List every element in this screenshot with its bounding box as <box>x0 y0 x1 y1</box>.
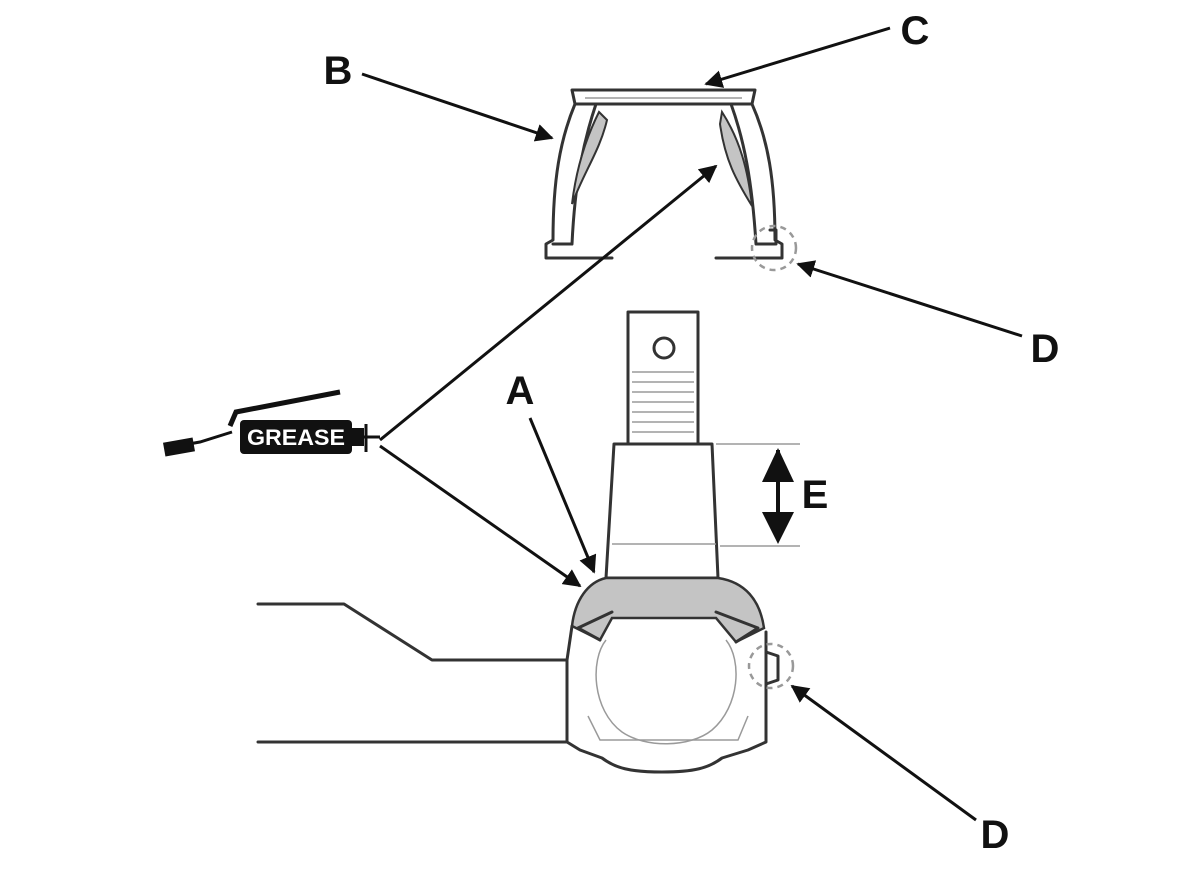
label-c: C <box>901 9 930 53</box>
label-e: E <box>802 473 829 517</box>
dimension-arrow-down <box>762 512 794 544</box>
label-d-bottom: D <box>981 813 1010 857</box>
dust-boot <box>544 88 784 260</box>
label-b: B <box>324 49 353 93</box>
leader-lines <box>361 26 1023 822</box>
label-a: A <box>506 369 535 413</box>
boot-lip-highlight <box>750 224 798 272</box>
ball-stud <box>604 310 720 580</box>
boot-grease-right <box>718 109 753 207</box>
dimension-arrow-up <box>762 448 794 482</box>
grease-gun-icon: GREASE <box>163 389 380 457</box>
socket-lip-highlight <box>747 642 795 690</box>
label-d-top: D <box>1031 327 1060 371</box>
boot-grease-left <box>571 110 609 205</box>
grease-label: GREASE <box>247 425 345 450</box>
ball-joint-socket <box>256 576 780 774</box>
socket-grease <box>570 576 766 644</box>
